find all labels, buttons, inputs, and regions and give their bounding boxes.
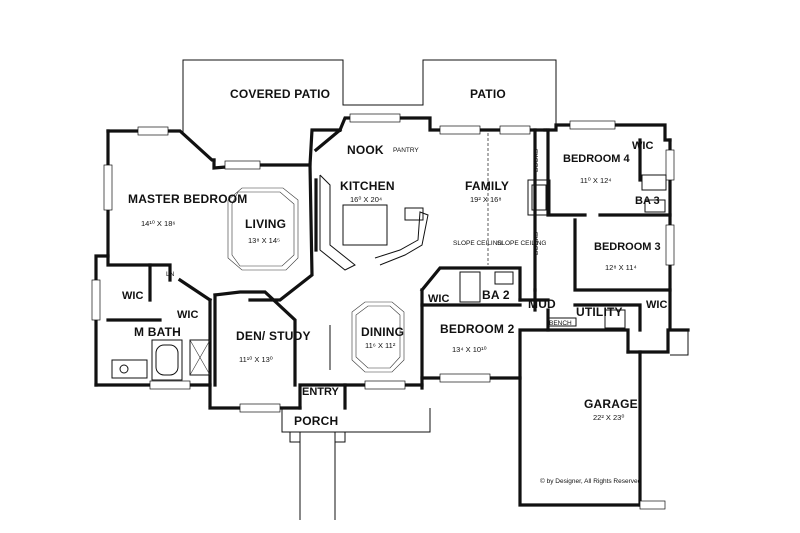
windows — [91, 113, 675, 510]
slope-ceiling-right: SLOPE CEILING — [497, 240, 547, 247]
patio-outlines — [182, 59, 557, 133]
kitchen-dims: 16⁰ X 20⁴ — [350, 195, 382, 204]
bedroom2-dims: 13⁴ X 10¹⁰ — [452, 345, 487, 354]
wic-master2-label: WIC — [177, 309, 198, 321]
garage-label: GARAGE — [584, 397, 638, 411]
fixtures — [111, 133, 689, 520]
kitchen-label: KITCHEN — [340, 179, 395, 193]
plan-notes: SLOPE CEILING SLOPE CEILING BOOKS BOOKS … — [453, 148, 642, 485]
bedroom3-label: BEDROOM 3 — [594, 241, 661, 253]
living-label: LIVING — [245, 217, 286, 231]
wic-bed4-label: WIC — [632, 140, 653, 152]
ba3-label: BA 3 — [635, 195, 660, 207]
wic-master1-label: WIC — [122, 290, 143, 302]
porch-label: PORCH — [294, 414, 338, 428]
utility-label: UTILITY — [576, 305, 623, 319]
bedroom4-label: BEDROOM 4 — [563, 153, 631, 165]
master-bedroom-dims: 14¹⁰ X 18⁶ — [141, 219, 175, 228]
bench-label: BENCH — [549, 320, 572, 327]
dining-dims: 11⁶ X 11² — [365, 341, 396, 350]
dining-label: DINING — [361, 325, 404, 339]
entry-label: ENTRY — [302, 386, 340, 398]
wic-bed2-label: WIC — [428, 293, 449, 305]
bedroom4-dims: 11⁰ X 12⁴ — [580, 176, 612, 185]
slope-ceiling-left: SLOPE CEILING — [453, 240, 503, 247]
mud-label: MUD — [528, 297, 556, 311]
patio-label: PATIO — [470, 87, 506, 101]
family-dims: 19² X 16⁸ — [470, 195, 502, 204]
master-bedroom-label: MASTER BEDROOM — [128, 192, 247, 206]
room-labels: COVERED PATIO PATIO MASTER BEDROOM 14¹⁰ … — [122, 87, 667, 428]
wic-bed3-label: WIC — [646, 299, 667, 311]
books-upper: BOOKS — [533, 148, 540, 172]
books-lower: BOOKS — [533, 231, 540, 255]
den-label: DEN/ STUDY — [236, 329, 311, 343]
nook-label: NOOK — [347, 143, 384, 157]
den-dims: 11¹⁰ X 13⁰ — [239, 355, 273, 364]
copyright-note: © by Designer, All Rights Reserved — [540, 477, 642, 485]
bedroom3-dims: 12⁸ X 11⁴ — [605, 263, 637, 272]
covered-patio-label: COVERED PATIO — [230, 87, 330, 101]
pantry-label: PANTRY — [393, 147, 419, 154]
m-bath-label: M BATH — [134, 325, 181, 339]
ba2-label: BA 2 — [482, 288, 510, 302]
family-label: FAMILY — [465, 179, 509, 193]
living-dims: 13⁸ X 14⁵ — [248, 236, 280, 245]
garage-dims: 22² X 23⁰ — [593, 413, 624, 422]
bedroom2-label: BEDROOM 2 — [440, 322, 515, 336]
ln-label: LN — [166, 271, 175, 278]
